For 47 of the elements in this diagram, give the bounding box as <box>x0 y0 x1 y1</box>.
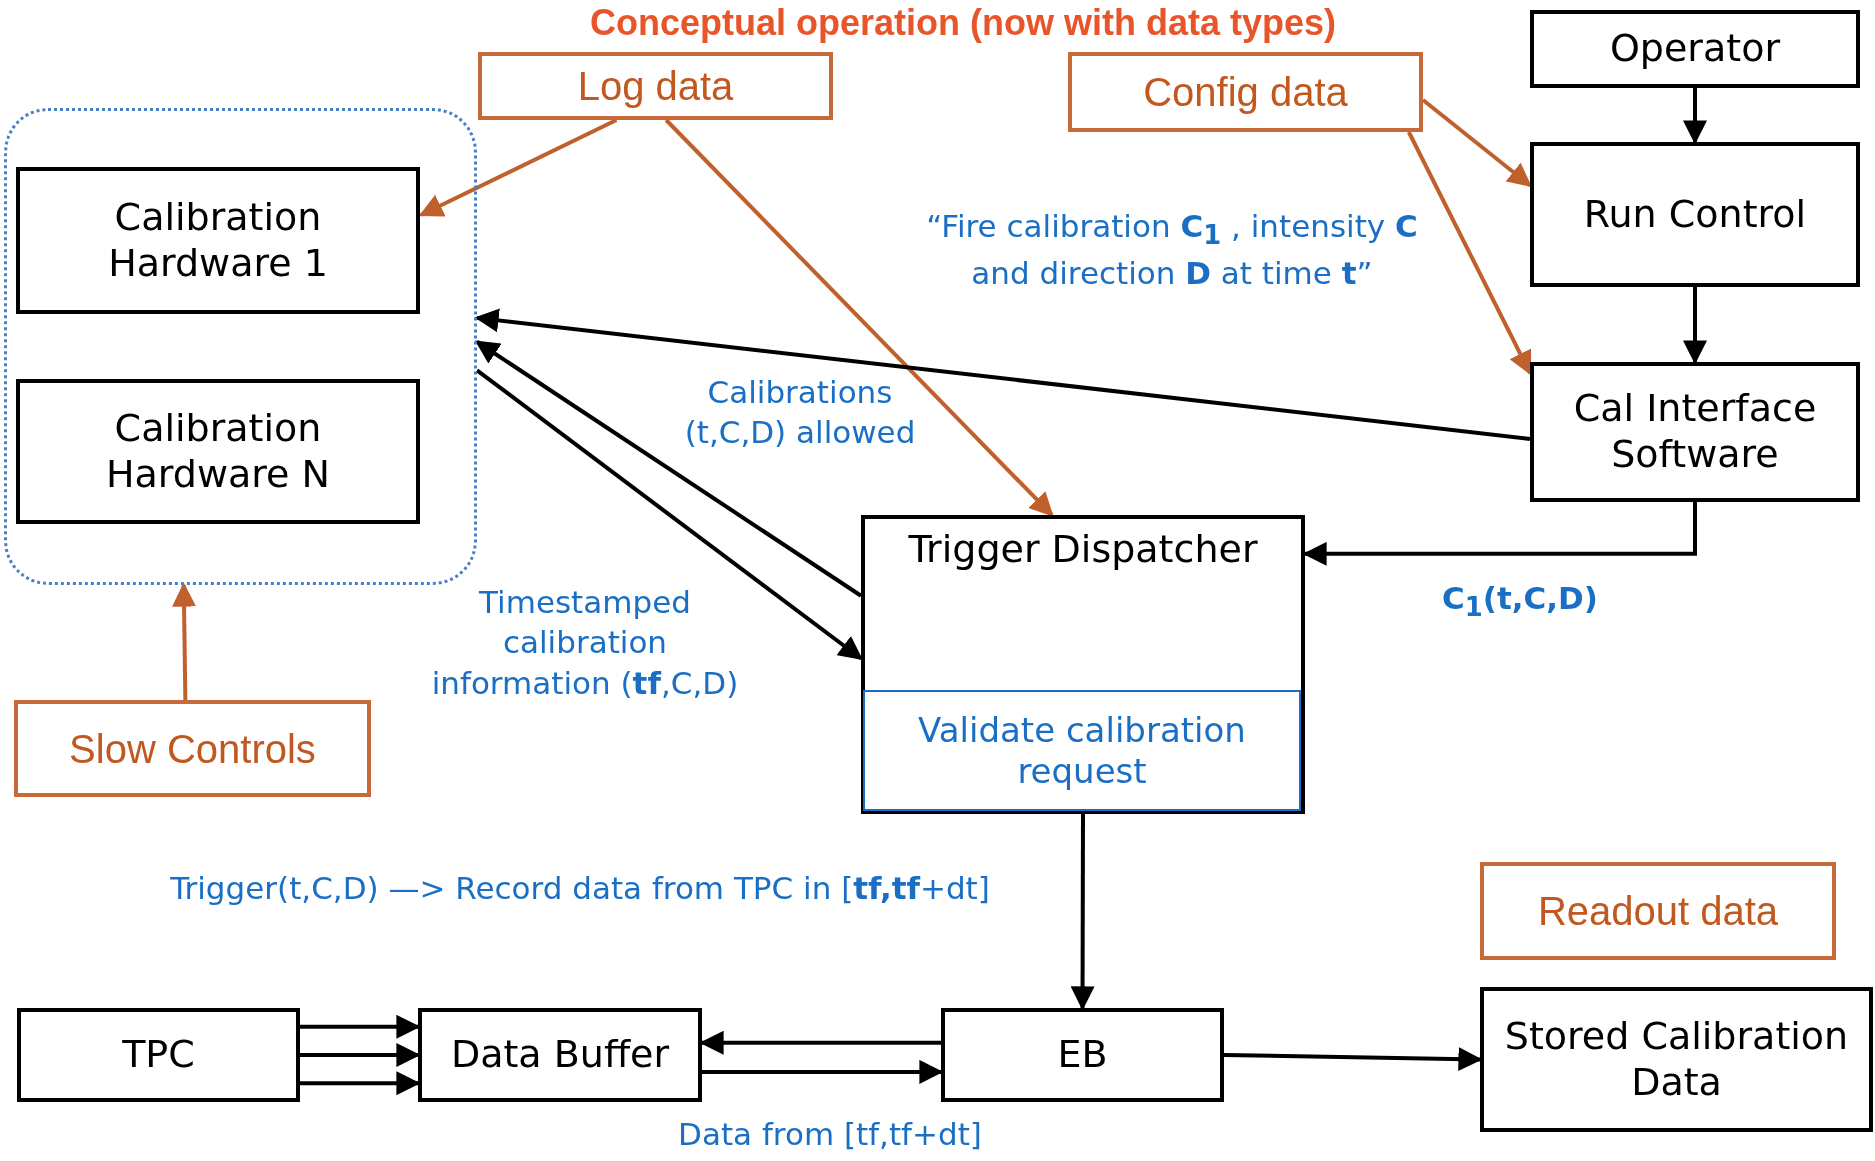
annotation-text: Data from [tf,tf+dt] <box>677 1115 983 1154</box>
process-box <box>17 1008 300 1102</box>
arrow <box>172 582 197 701</box>
arrow <box>664 118 1054 517</box>
process-box <box>16 167 420 314</box>
arrow <box>475 368 863 661</box>
node-label: Calibration Hardware N <box>105 405 331 498</box>
arrow <box>1683 88 1707 145</box>
arrow <box>475 340 863 598</box>
annotation-text: Trigger(t,C,D) —> Record data from TPC in [tf,tf+dt] <box>169 869 991 908</box>
title: Conceptual operation (now with data types) <box>590 2 1337 44</box>
process-box <box>1480 987 1873 1132</box>
node-label: Cal Interface Software <box>1572 386 1818 478</box>
node-label: Readout data <box>1537 888 1779 935</box>
node-label: Calibration Hardware 1 <box>107 194 329 287</box>
arrow <box>1070 814 1095 1011</box>
process-box <box>1530 362 1860 502</box>
edge-label: Timestamped calibration information (tf,C,D) <box>430 583 740 703</box>
process-box <box>16 379 420 524</box>
data-type-box <box>1068 52 1423 132</box>
process-box <box>1530 142 1860 287</box>
node-label: Slow Controls <box>69 725 316 773</box>
node-label: EB <box>1057 1032 1108 1078</box>
node-label: Config data <box>1143 69 1348 116</box>
arrow <box>1407 131 1532 376</box>
process-box <box>861 515 1305 814</box>
process-box <box>941 1008 1224 1102</box>
node-label: Run Control <box>1583 191 1807 238</box>
data-type-box <box>478 52 833 120</box>
arrow <box>1683 287 1707 365</box>
node-label: TPC <box>122 1032 195 1078</box>
process-box <box>418 1008 702 1102</box>
data-type-box <box>14 700 371 797</box>
edge-label: “Fire calibration C$_{1}$ , intensity C and direction D at time t” <box>925 207 1419 293</box>
validation-box <box>863 690 1301 811</box>
edge-label: Calibrations (t,C,D) allowed <box>683 373 917 453</box>
edge-label: C$_{1}$(t,C,D) <box>1441 579 1599 625</box>
node-label: Trigger Dispatcher <box>908 527 1258 573</box>
node-label: Log data <box>577 63 734 110</box>
data-type-box <box>1480 862 1836 960</box>
arrow <box>474 308 1531 441</box>
node-label: Stored Calibration Data <box>1503 1013 1850 1106</box>
process-box <box>1530 10 1860 88</box>
group-outline <box>4 108 477 585</box>
node-label: Operator <box>1609 26 1781 72</box>
node-label: Validate calibration request <box>917 709 1247 792</box>
node-label: Data Buffer <box>450 1032 670 1078</box>
